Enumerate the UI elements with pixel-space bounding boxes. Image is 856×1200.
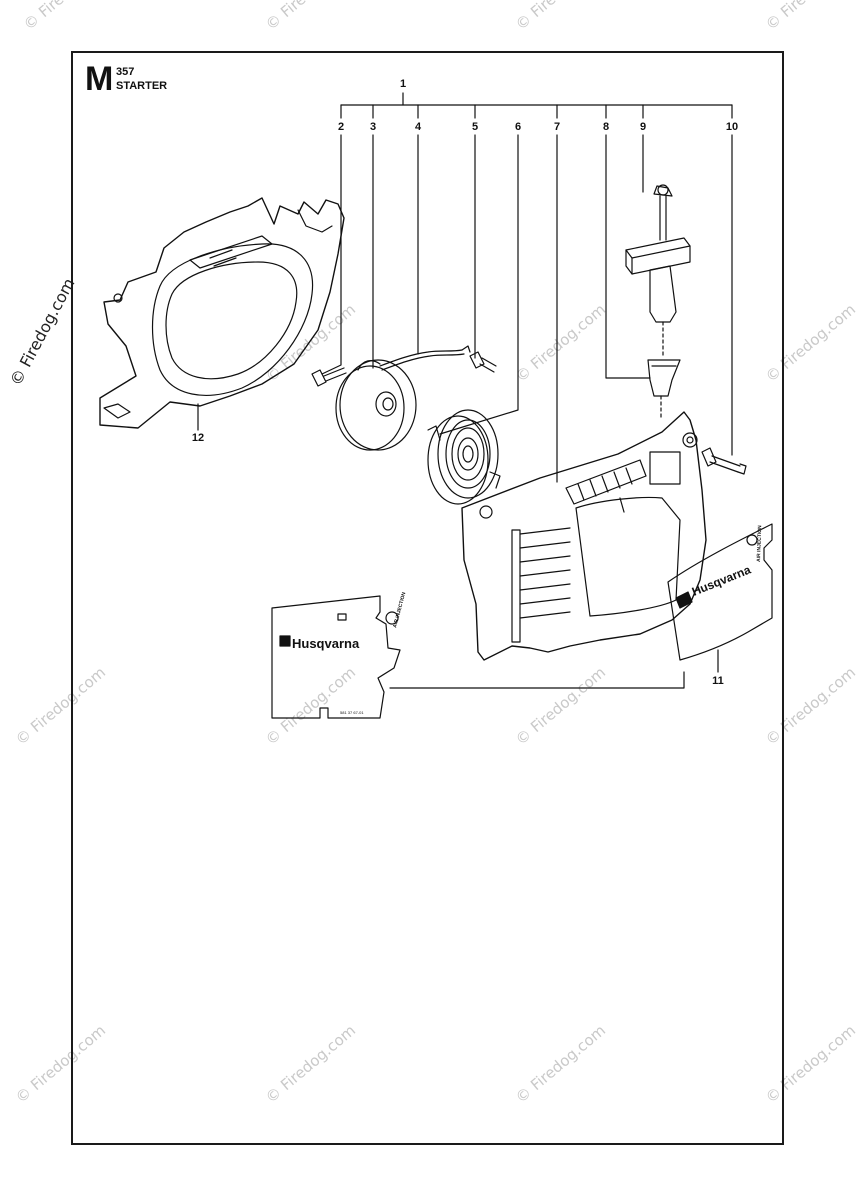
callout-7: 7: [553, 121, 561, 133]
callout-8: 8: [602, 121, 610, 133]
model-number: 357: [116, 66, 135, 78]
decal-code: 581 37 67-01: [340, 710, 364, 715]
part-5-screw: [469, 351, 497, 373]
callout-10: 10: [725, 121, 739, 133]
part-8-rope-guide: [647, 359, 681, 421]
section-letter: M: [85, 60, 114, 98]
decal-brand-flat: Husqvarna: [292, 636, 360, 651]
decal-sticker-label: AIR INJECTION: [392, 591, 407, 628]
callout-6: 6: [514, 121, 522, 133]
part-11-decal: [667, 523, 773, 661]
part-4-rope: [379, 345, 471, 371]
decal-sticker-flat: [271, 595, 401, 719]
callout-1: 1: [399, 78, 407, 90]
diagram-title: STARTER: [116, 80, 168, 92]
part-2-screw: [311, 367, 347, 387]
callout-2: 2: [337, 121, 345, 133]
decal-cover-label: AIR INJECTION: [756, 525, 763, 562]
callout-4: 4: [414, 121, 422, 133]
callout-5: 5: [471, 121, 479, 133]
callout-leaders: [197, 92, 733, 689]
callout-11: 11: [712, 675, 724, 687]
part-9-handle: [625, 184, 691, 357]
callout-9: 9: [639, 121, 647, 133]
callout-3: 3: [369, 121, 377, 133]
part-3-pulley: [335, 359, 417, 451]
part-12-housing: [99, 197, 345, 429]
page-border: [71, 51, 784, 1145]
part-7-starter-cover: [461, 411, 707, 661]
part-6-spring-cassette: [427, 409, 501, 505]
callout-12: 12: [191, 432, 205, 444]
part-10-screw: [701, 447, 747, 475]
